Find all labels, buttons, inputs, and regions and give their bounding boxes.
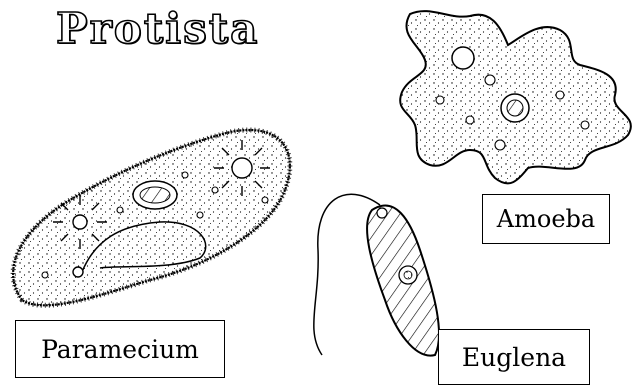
- euglena-illustration: [314, 194, 439, 355]
- label-paramecium: Paramecium: [15, 320, 225, 378]
- paramecium-illustration: [13, 130, 290, 305]
- label-euglena: Euglena: [438, 329, 590, 385]
- page-title: Protista: [56, 4, 259, 53]
- amoeba-illustration: [400, 11, 631, 183]
- label-amoeba: Amoeba: [482, 194, 610, 244]
